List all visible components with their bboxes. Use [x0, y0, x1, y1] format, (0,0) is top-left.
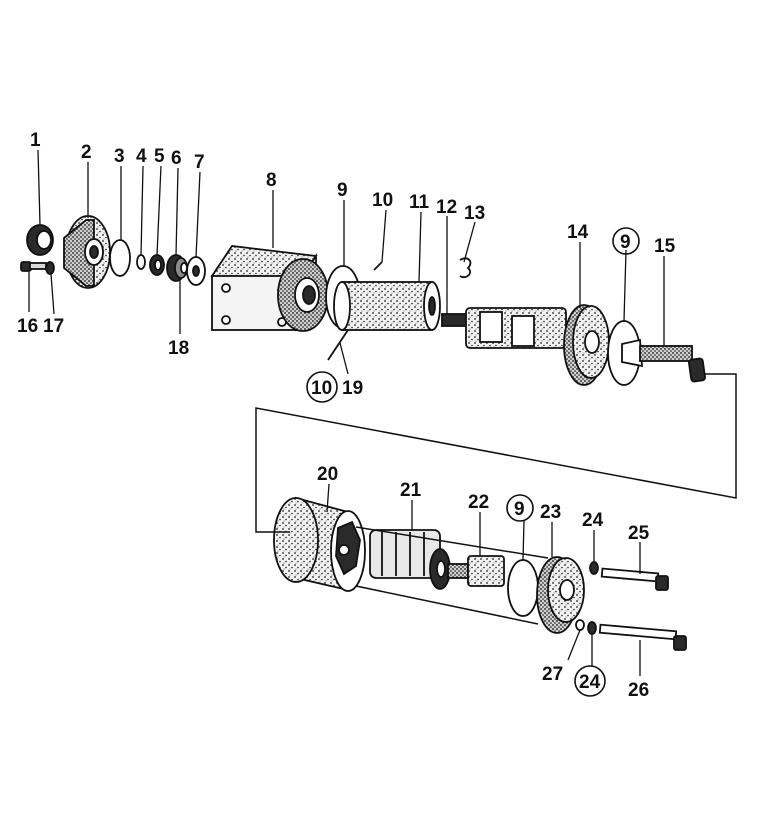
part-6-seal [166, 254, 188, 282]
callout-18: 18 [168, 338, 189, 359]
callout-13: 13 [464, 203, 485, 224]
callout-1: 1 [30, 130, 41, 151]
part-16-screw [20, 261, 47, 272]
leader-lines [28, 149, 665, 676]
callout-21: 21 [400, 480, 422, 501]
part-21-spline-sleeve [369, 529, 451, 590]
part-24-washer-a [589, 561, 599, 575]
assembly-connector-frame [255, 373, 737, 625]
part-13-key [459, 257, 472, 279]
callout-10b: 10 [311, 378, 332, 399]
part-19-dowel [327, 329, 349, 361]
callout-6: 6 [171, 148, 182, 169]
callout-9a: 9 [337, 180, 348, 201]
part-25-bolt [600, 567, 669, 591]
callout-15: 15 [654, 236, 676, 257]
callout-16: 16 [17, 316, 38, 337]
part-26-bolt [598, 623, 687, 651]
callout-5: 5 [154, 146, 165, 167]
callout-7: 7 [194, 152, 205, 173]
callout-circle-9c [506, 494, 534, 522]
callout-9c: 9 [514, 499, 525, 520]
callout-24b: 24 [579, 672, 601, 693]
callout-24a: 24 [582, 510, 604, 531]
callout-20: 20 [317, 464, 338, 485]
part-4-ring [136, 254, 146, 270]
callout-17: 17 [43, 316, 64, 337]
part-15-long-bolt [621, 338, 706, 383]
part-24-washer-b [587, 621, 597, 635]
callout-12: 12 [436, 197, 457, 218]
part-3-o-ring [109, 239, 131, 277]
callout-19: 19 [342, 378, 363, 399]
callout-27: 27 [542, 664, 563, 685]
callout-4: 4 [136, 146, 147, 167]
part-8-housing [210, 245, 329, 332]
part-12-rotor [441, 307, 567, 349]
callout-circle-9b [612, 227, 640, 255]
part-23-cover [536, 556, 585, 634]
part-10-pin-a [373, 261, 383, 271]
callout-26: 26 [628, 680, 649, 701]
callout-2: 2 [81, 142, 92, 163]
callout-9b: 9 [620, 232, 631, 253]
part-7-washer [186, 256, 206, 286]
part-2-flange [63, 215, 111, 289]
callout-25: 25 [628, 523, 650, 544]
callout-22: 22 [468, 492, 489, 513]
part-5-bearing [149, 254, 165, 276]
callout-23: 23 [540, 502, 561, 523]
callout-circle-24b [574, 665, 606, 697]
part-1-end-cap [26, 224, 54, 256]
callout-14: 14 [567, 222, 589, 243]
part-27-small-washer [575, 619, 585, 631]
callout-8: 8 [266, 170, 277, 191]
part-22-gear-shaft [447, 555, 505, 587]
part-14-end-plate [563, 304, 610, 386]
part-20-drum-housing [273, 496, 366, 592]
callout-circle-10b [306, 371, 338, 403]
part-17-washer [45, 261, 55, 275]
callout-3: 3 [114, 146, 125, 167]
part-11-sleeve [333, 281, 441, 331]
callout-10a: 10 [372, 190, 393, 211]
callout-11: 11 [409, 192, 430, 213]
part-9-gasket-c [507, 559, 539, 617]
